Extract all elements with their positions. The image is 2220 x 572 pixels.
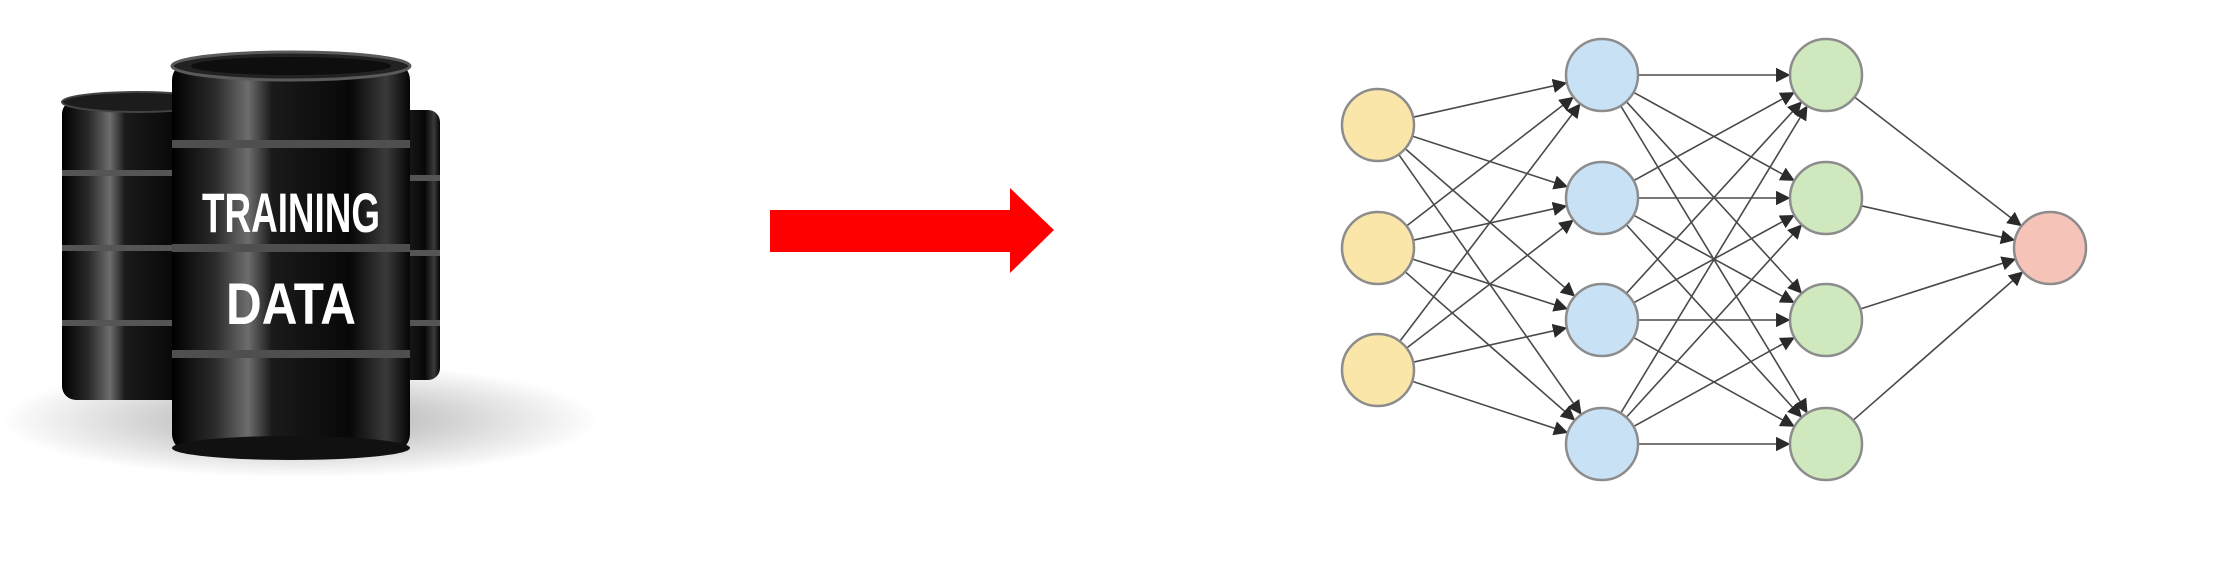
network-edge	[1399, 103, 1581, 342]
input-node	[1340, 332, 1416, 408]
network-edge	[1633, 92, 1795, 182]
network-edge	[1412, 78, 1568, 118]
network-edge	[1854, 96, 2022, 227]
network-edge	[1625, 224, 1803, 418]
red-arrow-shape	[770, 188, 1054, 273]
hidden-1-node	[1564, 282, 1640, 358]
network-edge	[1860, 205, 2016, 245]
input-node	[1340, 87, 1416, 163]
network-edge	[1412, 323, 1568, 363]
hidden-1-node	[1564, 160, 1640, 236]
network-edge	[1411, 380, 1569, 436]
neural-network-diagram	[1340, 37, 2088, 482]
network-edge	[1625, 101, 1803, 294]
network-edge	[1619, 105, 1808, 414]
network-edge	[1633, 337, 1795, 428]
network-edge	[1406, 219, 1574, 349]
output-node	[2012, 210, 2088, 286]
oil-barrels-icon: TRAINING DATA	[0, 50, 600, 478]
hidden-2-node	[1788, 160, 1864, 236]
front-barrel: TRAINING DATA	[170, 50, 412, 460]
hidden-1-node	[1564, 406, 1640, 482]
input-node	[1340, 210, 1416, 286]
red-arrow-icon	[770, 188, 1054, 273]
network-edge	[1852, 271, 2024, 421]
network-edge	[1406, 96, 1574, 227]
network-edges	[1398, 67, 2024, 452]
barrel-label-data: DATA	[226, 272, 356, 337]
hidden-2-node	[1788, 282, 1864, 358]
network-edge	[1860, 256, 2017, 310]
hidden-1-node	[1564, 37, 1640, 113]
barrel-label-training: TRAINING	[202, 181, 380, 244]
hidden-2-node	[1788, 37, 1864, 113]
network-nodes	[1340, 37, 2088, 482]
hidden-2-node	[1788, 406, 1864, 482]
